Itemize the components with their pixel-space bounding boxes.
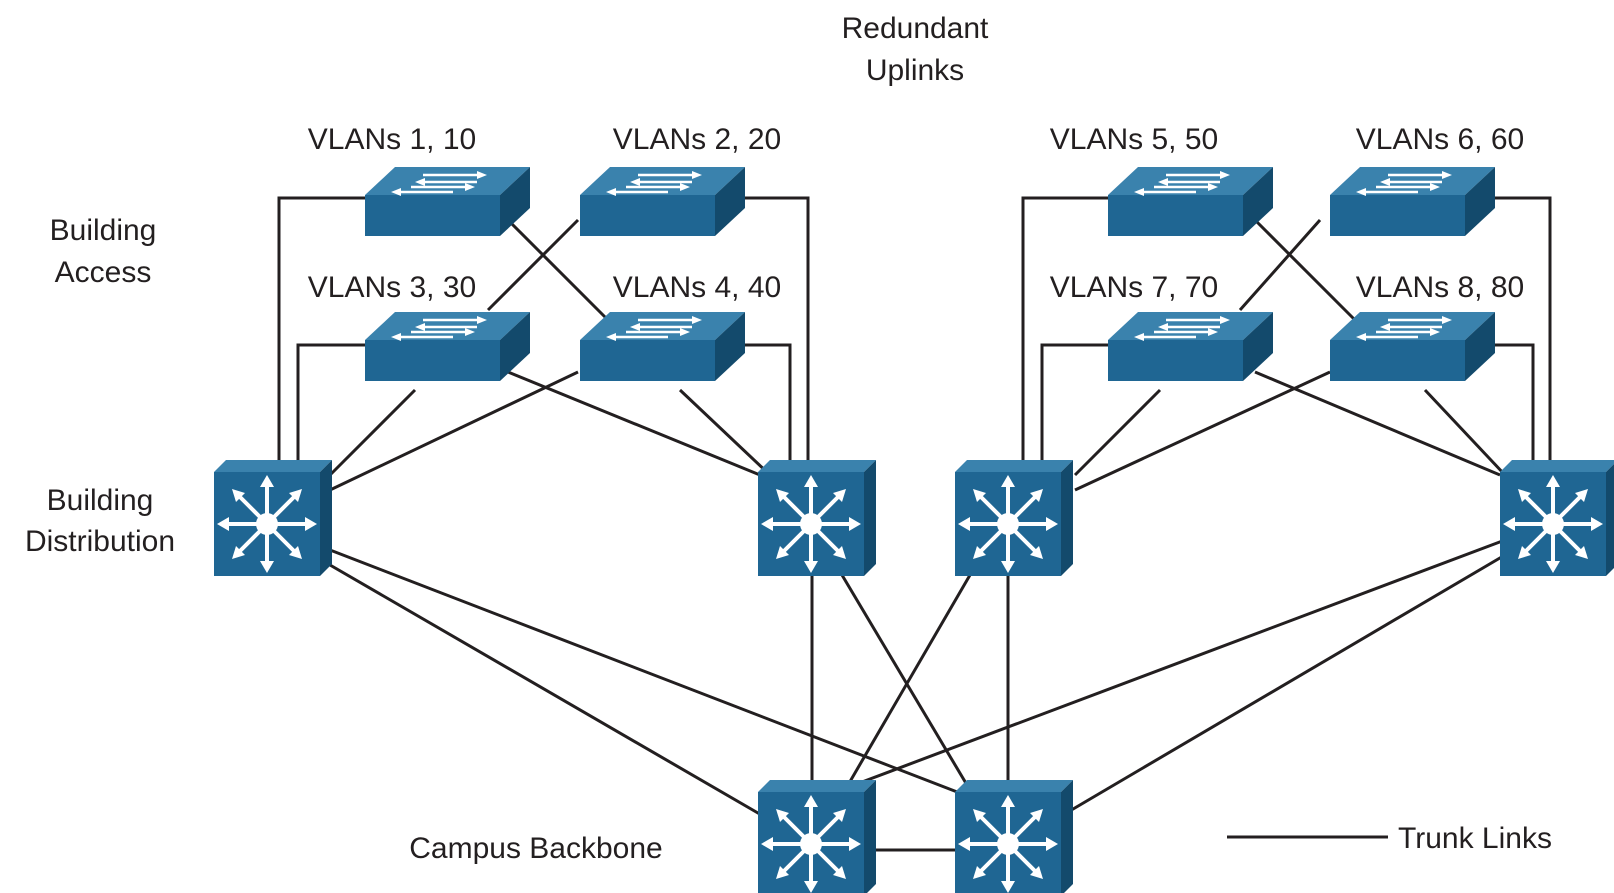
trunk-link-d1-c1 — [329, 563, 771, 822]
access-layer — [363, 165, 1497, 383]
access-switch-a1 — [363, 165, 532, 238]
vlan-label-a6: VLANs 6, 60 — [1356, 123, 1524, 156]
trunk-link-a6-d4 — [1490, 196, 1552, 475]
vlan-label-a5: VLANs 5, 50 — [1050, 123, 1218, 156]
access-switch-a7 — [1106, 310, 1275, 383]
trunk-link-a7-d4 — [1254, 370, 1501, 477]
campus-backbone-label: Campus Backbone — [409, 832, 662, 865]
trunk-link-a5-d4 — [1253, 218, 1357, 322]
access-switch-a2 — [578, 165, 747, 238]
trunk-link-d1-c2 — [329, 548, 966, 797]
vlan-label-a2: VLANs 2, 20 — [613, 123, 781, 156]
vlan-label-a3: VLANs 3, 30 — [308, 271, 476, 304]
backbone-layer — [756, 778, 1075, 893]
trunk-link-a2-d3 — [486, 218, 580, 312]
trunk-link-a8-d4 — [1490, 343, 1535, 475]
trunk-link-a2-d2 — [730, 196, 810, 475]
building-access-label-line1: Building — [50, 214, 157, 247]
redundant-uplinks-label-line2: Uplinks — [866, 54, 964, 87]
trunk-link-d4-c1 — [861, 538, 1506, 784]
vlan-label-a7: VLANs 7, 70 — [1050, 271, 1218, 304]
access-switch-a8 — [1328, 310, 1497, 383]
distribution-switch-d1 — [212, 458, 334, 578]
building-distribution-label-line1: Building — [47, 484, 154, 517]
trunk-link-a4-d2 — [740, 343, 792, 475]
legend-trunk-links-label: Trunk Links — [1398, 822, 1552, 855]
trunk-link-a4-d1 — [329, 370, 579, 492]
trunk-link-d3-c1 — [846, 574, 972, 786]
trunk-link-a1-d1 — [277, 196, 365, 475]
redundant-uplinks-label-line1: Redundant — [842, 12, 989, 45]
distribution-layer — [212, 458, 1614, 578]
access-switch-a4 — [578, 310, 747, 383]
distribution-switch-d2 — [756, 458, 878, 578]
trunk-link-a3-d1 — [296, 343, 365, 475]
trunk-links — [277, 196, 1552, 852]
trunk-link-a3-d1-diag — [328, 388, 417, 477]
trunk-link-a6-d3 — [1238, 219, 1322, 311]
vlan-label-a4: VLANs 4, 40 — [613, 271, 781, 304]
access-switch-a5 — [1106, 165, 1275, 238]
building-distribution-label-line2: Distribution — [25, 525, 175, 558]
trunk-link-a4-d2-diag — [678, 388, 772, 477]
access-switch-a3 — [363, 310, 532, 383]
building-access-label-line2: Access — [55, 256, 152, 289]
access-switch-a6 — [1328, 165, 1497, 238]
backbone-switch-c1 — [756, 778, 878, 893]
distribution-switch-d3 — [953, 458, 1075, 578]
trunk-link-a7-d3 — [1040, 343, 1110, 475]
distribution-switch-d4 — [1498, 458, 1614, 578]
trunk-link-a1-d4 — [506, 218, 610, 322]
backbone-switch-c2 — [953, 778, 1075, 893]
vlan-label-a8: VLANs 8, 80 — [1356, 271, 1524, 304]
trunk-link-a8-d3 — [1074, 370, 1331, 492]
vlan-label-a1: VLANs 1, 10 — [308, 123, 476, 156]
trunk-link-a5-d3 — [1021, 196, 1110, 475]
trunk-link-a8-d4-diag — [1423, 388, 1507, 477]
trunk-link-a7-d3-diag — [1073, 388, 1162, 477]
trunk-link-a3-d2 — [507, 370, 761, 477]
trunk-link-d4-c2 — [1067, 553, 1506, 814]
